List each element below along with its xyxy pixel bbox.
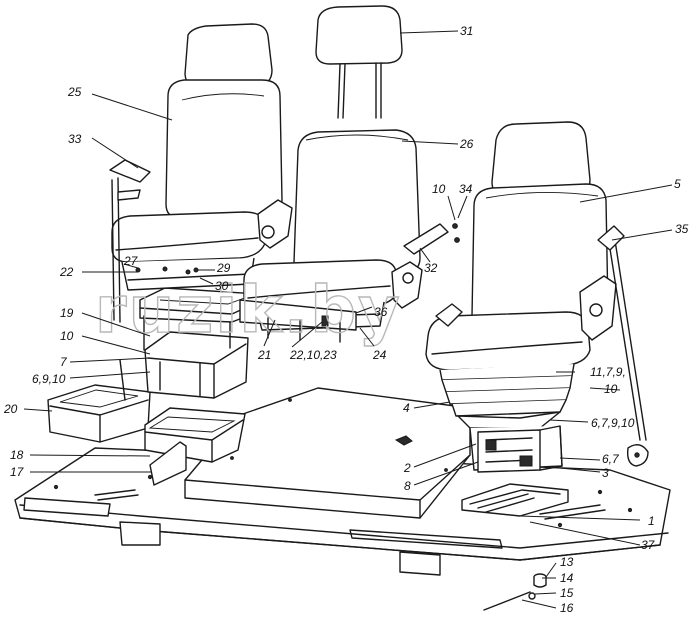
label-34: 34: [459, 182, 473, 196]
label-22-10-23: 22,10,23: [289, 348, 337, 362]
seat-belt-right-35: [597, 225, 649, 467]
middle-seat-26: [239, 129, 449, 343]
part-labels: 31 25 26 5 33 10 34 35 27 22 29 30 32 19…: [3, 24, 689, 615]
label-19: 19: [60, 306, 74, 320]
label-1: 1: [648, 514, 655, 528]
label-20: 20: [3, 402, 18, 416]
left-seat-25: [111, 23, 293, 291]
label-37: 37: [641, 538, 656, 552]
label-13: 13: [560, 555, 574, 569]
label-17: 17: [10, 465, 25, 479]
label-33: 33: [68, 132, 82, 146]
label-10-left: 10: [60, 329, 74, 343]
label-8: 8: [404, 479, 411, 493]
label-31: 31: [460, 24, 473, 38]
label-16: 16: [560, 601, 574, 615]
label-35: 35: [675, 222, 689, 236]
label-22-left: 22: [59, 265, 74, 279]
headrest-31: [315, 5, 403, 119]
label-18: 18: [10, 448, 24, 462]
leader-lines: [23, 30, 673, 609]
label-26: 26: [459, 137, 474, 151]
label-6-9-10: 6,9,10: [32, 372, 66, 386]
seat-belt-left-33: [109, 159, 151, 401]
label-15: 15: [560, 586, 574, 600]
right-seat-5: [425, 121, 617, 520]
label-3: 3: [602, 466, 609, 480]
label-10-upper: 10: [432, 182, 446, 196]
label-2: 2: [403, 461, 411, 475]
raised-pedestal: [184, 387, 471, 519]
label-11-7-9: 11,7,9,: [590, 365, 626, 379]
label-6-7-9-10: 6,7,9,10: [591, 416, 635, 430]
hardware-10-34: [452, 223, 460, 243]
label-30: 30: [215, 279, 229, 293]
label-27: 27: [123, 254, 139, 268]
storage-box-20: [47, 384, 151, 443]
label-25: 25: [67, 85, 82, 99]
bracket-17-18: [94, 441, 187, 501]
label-21: 21: [257, 348, 271, 362]
small-parts-13-16: [483, 573, 547, 611]
label-32: 32: [424, 261, 438, 275]
label-5: 5: [674, 177, 681, 191]
tray-box: [144, 407, 246, 463]
label-14: 14: [560, 571, 574, 585]
label-4: 4: [403, 401, 410, 415]
label-36: 36: [374, 305, 388, 319]
label-6-7: 6,7: [602, 452, 620, 466]
label-29: 29: [216, 261, 231, 275]
label-7: 7: [60, 355, 68, 369]
label-10-right: 10: [604, 382, 618, 396]
label-24: 24: [372, 348, 387, 362]
watermark-text: ruzik.by: [95, 274, 402, 348]
